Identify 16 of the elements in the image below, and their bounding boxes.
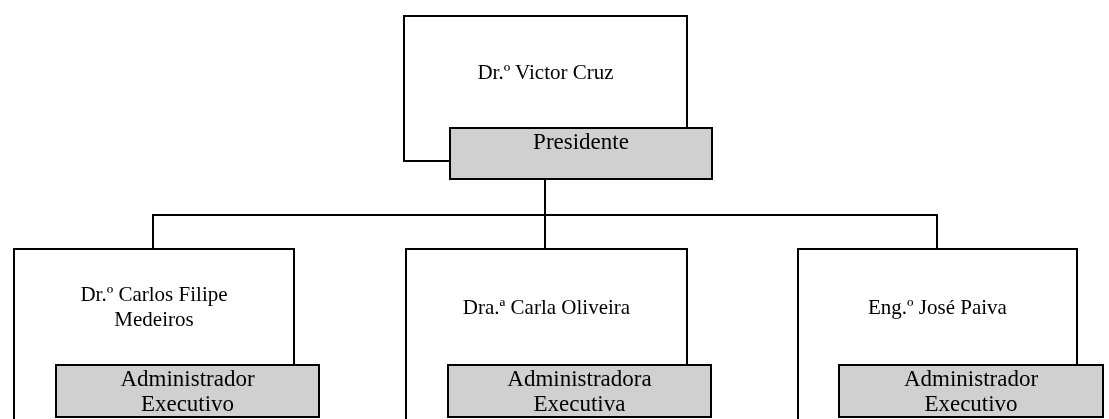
role-box xyxy=(838,364,1104,418)
role-title: Administrador Executivo xyxy=(119,366,256,416)
person-name: Dra.ª Carla Oliveira xyxy=(462,294,631,320)
role-box xyxy=(449,127,713,180)
person-name: Dr.º Victor Cruz xyxy=(477,59,614,85)
name-box xyxy=(13,248,295,364)
role-title: Administradora Executiva xyxy=(506,366,653,416)
role-box xyxy=(55,364,320,418)
role-title: Administrador Executivo xyxy=(902,366,1040,416)
role-box xyxy=(447,364,712,418)
person-name: Eng.º José Paiva xyxy=(868,294,1007,320)
name-box xyxy=(797,248,1078,364)
person-name: Dr.º Carlos Filipe Medeiros xyxy=(79,282,229,332)
name-box xyxy=(403,15,688,127)
role-title: Presidente xyxy=(533,129,629,154)
name-box xyxy=(405,248,688,364)
